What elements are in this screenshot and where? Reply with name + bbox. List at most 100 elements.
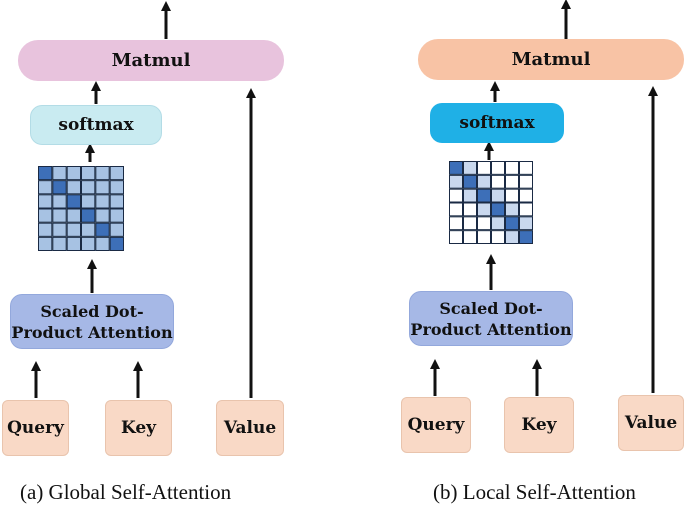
local-matrix-cell <box>505 161 519 175</box>
global-matrix-cell <box>81 222 96 237</box>
local-matrix-cell <box>477 202 491 217</box>
global-matrix-cell <box>66 194 81 209</box>
local-matrix-cell <box>519 230 533 244</box>
local-matrix-cell <box>449 188 463 203</box>
global-matrix-cell <box>109 166 124 181</box>
local-matrix-cell <box>477 188 491 203</box>
local-matrix-cell <box>449 161 463 175</box>
local-matrix-cell <box>449 202 463 217</box>
local-matrix-cell <box>463 230 477 244</box>
global-matrix-cell <box>95 180 110 195</box>
local-matrix-cell <box>491 174 505 189</box>
local-matrix-cell <box>491 188 505 203</box>
global-matrix-cell <box>95 208 110 223</box>
local-matrix-cell <box>477 216 491 231</box>
global-matrix-cell <box>66 180 81 195</box>
global-matrix-cell <box>38 194 53 209</box>
global-matrix-cell <box>38 236 53 252</box>
global-matrix-cell <box>66 208 81 223</box>
global-caption: (a) Global Self-Attention <box>20 480 232 504</box>
local-matmul-box: Matmul <box>418 39 684 80</box>
local-matrix-cell <box>449 230 463 244</box>
global-matrix-cell <box>66 222 81 237</box>
local-matrix-cell <box>505 216 519 231</box>
local-matrix-cell <box>491 202 505 217</box>
local-matrix-cell <box>505 202 519 217</box>
local-matrix-cell <box>519 216 533 231</box>
local-matrix-cell <box>519 188 533 203</box>
global-value-label: Value <box>223 418 277 438</box>
local-value-label: Value <box>624 413 678 433</box>
local-matmul-label: Matmul <box>511 49 591 70</box>
local-matrix-cell <box>491 216 505 231</box>
global-matrix-cell <box>95 166 110 181</box>
global-matrix-cell <box>95 222 110 237</box>
local-matrix-cell <box>519 174 533 189</box>
global-query-label: Query <box>7 418 64 438</box>
global-matrix-cell <box>109 222 124 237</box>
local-matrix-cell <box>505 174 519 189</box>
global-matrix-cell <box>52 236 67 252</box>
local-attention-label-line1: Scaled Dot- <box>439 298 543 318</box>
global-matrix-cell <box>52 166 67 181</box>
global-matmul-box: Matmul <box>18 40 284 81</box>
local-matrix-cell <box>505 230 519 244</box>
global-matrix-cell <box>52 194 67 209</box>
local-matrix-cell <box>477 161 491 175</box>
global-key-box: Key <box>105 400 172 456</box>
global-key-label: Key <box>120 418 157 438</box>
global-matrix-cell <box>38 222 53 237</box>
global-matrix-cell <box>95 194 110 209</box>
local-matrix-cell <box>505 188 519 203</box>
local-softmax-label: softmax <box>459 113 535 133</box>
global-matrix-cell <box>81 208 96 223</box>
local-matrix-cell <box>519 161 533 175</box>
global-query-box: Query <box>2 400 69 456</box>
local-matrix-cell <box>449 174 463 189</box>
local-query-label: Query <box>407 415 465 435</box>
local-matrix-cell <box>477 230 491 244</box>
local-caption: (b) Local Self-Attention <box>433 480 636 504</box>
global-matrix-cell <box>95 236 110 252</box>
local-key-box: Key <box>504 397 574 453</box>
global-softmax-box: softmax <box>30 105 162 145</box>
local-attention-box: Scaled Dot- Product Attention <box>409 291 573 346</box>
local-matrix-cell <box>477 174 491 189</box>
global-matrix-cell <box>81 180 96 195</box>
local-matrix-cell <box>449 216 463 231</box>
global-matrix-cell <box>109 180 124 195</box>
global-matrix-cell <box>38 180 53 195</box>
local-matrix-cell <box>463 188 477 203</box>
global-matrix-cell <box>52 180 67 195</box>
local-matrix-cell <box>519 202 533 217</box>
global-value-box: Value <box>216 400 284 456</box>
global-attention-label-line2: Product Attention <box>11 322 173 342</box>
global-attention-matrix <box>38 166 124 252</box>
global-matrix-cell <box>81 236 96 252</box>
global-matrix-cell <box>109 236 124 252</box>
local-matrix-cell <box>463 202 477 217</box>
global-matrix-cell <box>81 194 96 209</box>
global-matrix-cell <box>66 166 81 181</box>
global-matrix-cell <box>109 208 124 223</box>
global-matrix-cell <box>109 194 124 209</box>
global-matrix-cell <box>66 236 81 252</box>
global-matrix-cell <box>38 166 53 181</box>
local-query-box: Query <box>401 397 471 453</box>
local-value-box: Value <box>618 395 684 451</box>
local-matrix-cell <box>463 174 477 189</box>
local-matrix-cell <box>491 161 505 175</box>
local-matrix-cell <box>491 230 505 244</box>
global-matmul-label: Matmul <box>111 50 191 71</box>
global-matrix-cell <box>81 166 96 181</box>
local-matrix-cell <box>463 216 477 231</box>
global-attention-box: Scaled Dot- Product Attention <box>10 294 174 349</box>
local-attention-label-line2: Product Attention <box>410 319 572 339</box>
local-matrix-cell <box>463 161 477 175</box>
global-matrix-cell <box>38 208 53 223</box>
global-matrix-cell <box>52 222 67 237</box>
local-attention-matrix <box>449 161 533 244</box>
global-matrix-cell <box>52 208 67 223</box>
global-attention-label-line1: Scaled Dot- <box>40 301 144 321</box>
